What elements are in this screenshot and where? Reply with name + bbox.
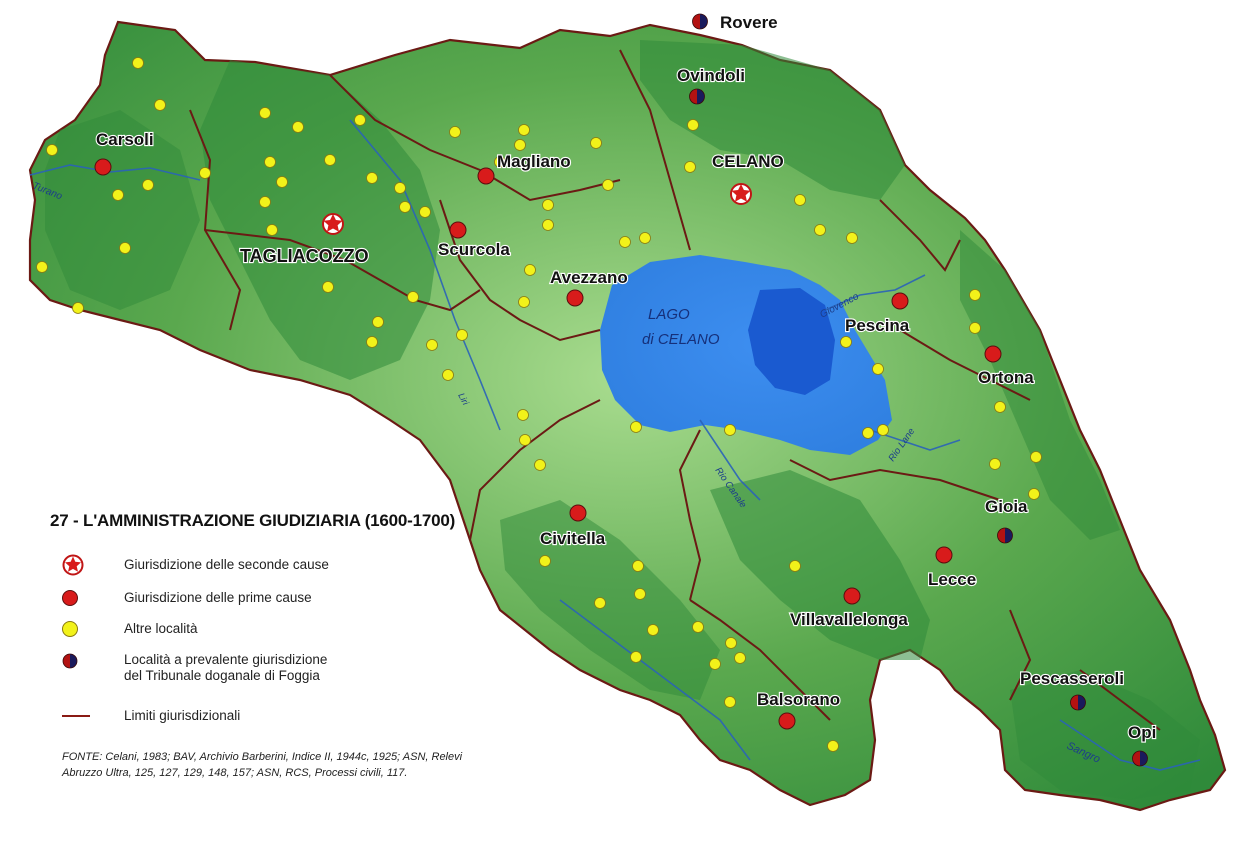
town-label-lecce: Lecce: [928, 570, 976, 589]
seconde-cause-star-icon: [730, 183, 752, 205]
town-label-villavallelonga: Villavallelonga: [790, 610, 908, 629]
boundary-line-icon: [62, 705, 90, 727]
legend-title: 27 - L'AMMINISTRAZIONE GIUDIZIARIA (1600…: [50, 511, 456, 530]
town-label-ortona: Ortona: [978, 368, 1034, 387]
legend-item-doganale: Località a prevalente giurisdizione del …: [62, 652, 327, 684]
prime-cause-dots: [94, 158, 1002, 730]
legend-label: Limiti giurisdizionali: [124, 708, 241, 723]
mountain-patch: [710, 470, 930, 660]
source-line-2: Abruzzo Ultra, 125, 127, 129, 148, 157; …: [62, 767, 408, 779]
town-label-pescasseroli: Pescasseroli: [1020, 669, 1124, 688]
town-label-gioia: Gioia: [985, 497, 1028, 516]
legend-label: Altre località: [124, 621, 198, 636]
yellow-dot-icon: [62, 618, 90, 640]
legend-item-altre-localita: Altre località: [62, 618, 198, 640]
mountain-patch: [640, 40, 905, 200]
split-dot-icon: [689, 88, 705, 105]
town-label-civitella: Civitella: [540, 529, 606, 548]
altre-localita-dots: [36, 57, 1042, 752]
red-dot-icon: [62, 587, 90, 609]
town-label-celano: CELANO: [712, 152, 784, 171]
town-label-scurcola: Scurcola: [438, 240, 510, 259]
town-label-rovere: Rovere: [720, 13, 778, 32]
legend-label: Giurisdizione delle prime cause: [124, 590, 312, 605]
town-label-ovindoli: Ovindoli: [677, 66, 745, 85]
lake-label-line2: di CELANO: [642, 331, 720, 348]
split-dot-icon: [692, 13, 708, 30]
split-dot-icon: [1070, 694, 1086, 711]
split-dot-icon: [997, 527, 1013, 544]
source-line-1: FONTE: Celani, 1983; BAV, Archivio Barbe…: [62, 751, 463, 763]
jurisdiction-boundaries: [189, 49, 1161, 731]
legend-label: Località a prevalente giurisdizione del …: [124, 652, 328, 683]
legend-item-seconde-cause: Giurisdizione delle seconde cause: [62, 554, 329, 576]
legend-label: Giurisdizione delle seconde cause: [124, 557, 329, 572]
town-label-balsorano: Balsorano: [757, 690, 840, 709]
town-label-avezzano: Avezzano: [550, 268, 628, 287]
doganale-dots: [689, 13, 1148, 767]
mountain-patch: [960, 230, 1120, 540]
town-label-tagliacozzo: TAGLIACOZZO: [240, 246, 369, 266]
lake-label-line1: LAGO: [648, 306, 690, 323]
town-label-carsoli: Carsoli: [96, 130, 154, 149]
star-icon: [62, 554, 90, 576]
split-dot-icon: [62, 652, 90, 670]
source-note: FONTE: Celani, 1983; BAV, Archivio Barbe…: [62, 749, 622, 781]
seconde-cause-star-icon: [322, 213, 344, 235]
town-label-magliano: Magliano: [497, 152, 571, 171]
town-labels: TAGLIACOZZO CELANO Carsoli Magliano Scur…: [95, 12, 1158, 743]
split-dot-icon: [1132, 750, 1148, 767]
lake-deep-area: [748, 288, 835, 395]
legend-item-prime-cause: Giurisdizione delle prime cause: [62, 587, 312, 609]
town-label-pescina: Pescina: [845, 316, 910, 335]
mountain-patch: [200, 60, 440, 380]
mountain-patch: [500, 500, 720, 700]
mountain-patch: [45, 110, 200, 310]
legend-item-limiti: Limiti giurisdizionali: [62, 705, 240, 727]
town-label-opi: Opi: [1128, 723, 1156, 742]
